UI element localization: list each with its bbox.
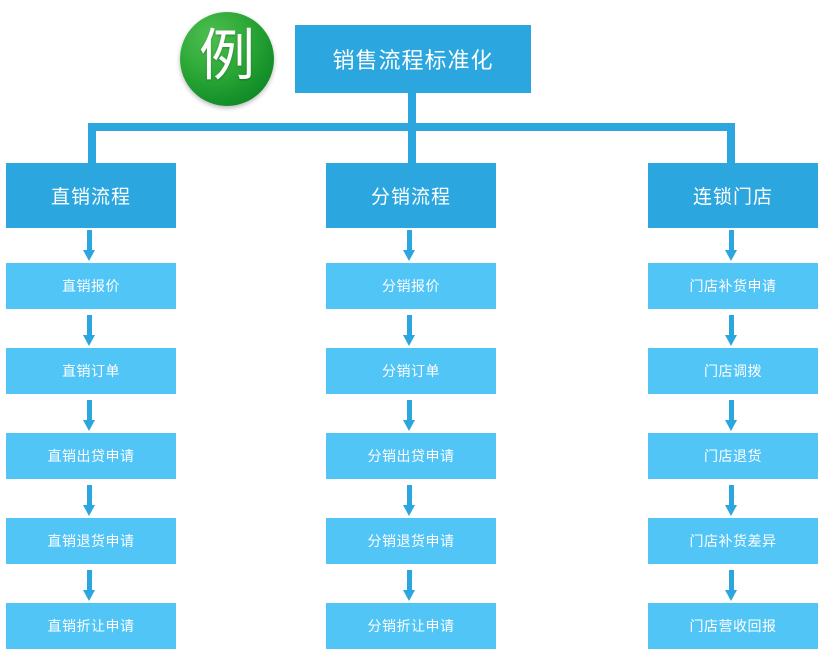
step-node-col1-4-label: 直销退货申请 <box>47 534 135 550</box>
step-node-col2-1[interactable]: 分销报价 <box>326 263 496 309</box>
step-node-col2-5-label: 分销折让申请 <box>367 619 455 635</box>
step-node-col1-3-label: 直销出贷申请 <box>47 449 135 465</box>
step-node-col1-2[interactable]: 直销订单 <box>6 348 176 394</box>
category-node-1-label: 直销流程 <box>50 186 131 208</box>
step-node-col3-1[interactable]: 门店补货申请 <box>648 263 818 309</box>
arrow-stem <box>407 315 412 337</box>
arrow-head-icon <box>83 420 95 431</box>
step-node-col1-3[interactable]: 直销出贷申请 <box>6 433 176 479</box>
step-node-col2-4-label: 分销退货申请 <box>367 534 455 550</box>
example-circle-glyph: 例 <box>199 24 255 89</box>
category-node-1[interactable]: 直销流程 <box>6 163 176 228</box>
step-node-col3-2-label: 门店调拨 <box>704 364 762 380</box>
step-node-col3-3[interactable]: 门店退货 <box>648 433 818 479</box>
arrow-col1-1 <box>81 315 97 347</box>
connector-root-stem <box>408 93 416 128</box>
arrow-head-icon <box>403 250 415 261</box>
arrow-head-icon <box>403 590 415 601</box>
arrow-head-icon <box>83 250 95 261</box>
step-node-col1-5-label: 直销折让申请 <box>47 619 135 635</box>
arrow-stem <box>87 485 92 507</box>
arrow-col3-1 <box>723 315 739 347</box>
arrow-head-icon <box>725 420 737 431</box>
arrow-col2-3 <box>401 485 417 517</box>
arrow-head-icon <box>725 505 737 516</box>
step-node-col3-4[interactable]: 门店补货差异 <box>648 518 818 564</box>
step-node-col2-1-label: 分销报价 <box>382 279 440 295</box>
arrow-head-icon <box>83 505 95 516</box>
arrow-stem <box>407 400 412 422</box>
arrow-stem <box>407 570 412 592</box>
arrow-head-icon <box>83 590 95 601</box>
arrow-stem <box>729 570 734 592</box>
arrow-col1-0 <box>81 230 97 262</box>
arrow-col1-2 <box>81 400 97 432</box>
step-node-col1-5[interactable]: 直销折让申请 <box>6 603 176 649</box>
arrow-col2-4 <box>401 570 417 602</box>
arrow-head-icon <box>403 335 415 346</box>
arrow-stem <box>87 315 92 337</box>
arrow-head-icon <box>725 250 737 261</box>
arrow-col1-3 <box>81 485 97 517</box>
arrow-stem <box>729 485 734 507</box>
arrow-col1-4 <box>81 570 97 602</box>
step-node-col3-2[interactable]: 门店调拨 <box>648 348 818 394</box>
arrow-stem <box>87 570 92 592</box>
root-node-label: 销售流程标准化 <box>332 49 494 74</box>
category-node-2[interactable]: 分销流程 <box>326 163 496 228</box>
arrow-col3-3 <box>723 485 739 517</box>
arrow-stem <box>729 315 734 337</box>
arrow-col3-4 <box>723 570 739 602</box>
step-node-col2-3[interactable]: 分销出贷申请 <box>326 433 496 479</box>
arrow-head-icon <box>83 335 95 346</box>
arrow-head-icon <box>403 420 415 431</box>
arrow-col3-2 <box>723 400 739 432</box>
arrow-stem <box>87 400 92 422</box>
arrow-stem <box>407 230 412 252</box>
step-node-col1-1-label: 直销报价 <box>62 279 120 295</box>
step-node-col2-3-label: 分销出贷申请 <box>367 449 455 465</box>
arrow-stem <box>407 485 412 507</box>
arrow-col2-2 <box>401 400 417 432</box>
step-node-col2-2[interactable]: 分销订单 <box>326 348 496 394</box>
root-node-sales-process[interactable]: 销售流程标准化 <box>295 25 531 93</box>
step-node-col3-1-label: 门店补货申请 <box>689 279 777 295</box>
step-node-col1-1[interactable]: 直销报价 <box>6 263 176 309</box>
category-node-3-label: 连锁门店 <box>692 186 773 208</box>
arrow-stem <box>729 230 734 252</box>
step-node-col2-2-label: 分销订单 <box>382 364 440 380</box>
arrow-stem <box>729 400 734 422</box>
step-node-col1-2-label: 直销订单 <box>62 364 120 380</box>
step-node-col2-5[interactable]: 分销折让申请 <box>326 603 496 649</box>
connector-drop-column-3 <box>727 123 735 164</box>
arrow-col2-1 <box>401 315 417 347</box>
step-node-col1-4[interactable]: 直销退货申请 <box>6 518 176 564</box>
category-node-3[interactable]: 连锁门店 <box>648 163 818 228</box>
arrow-head-icon <box>403 505 415 516</box>
connector-drop-column-1 <box>88 123 96 164</box>
category-node-2-label: 分销流程 <box>370 186 451 208</box>
step-node-col3-3-label: 门店退货 <box>704 449 762 465</box>
step-node-col2-4[interactable]: 分销退货申请 <box>326 518 496 564</box>
connector-drop-column-2 <box>408 123 416 164</box>
step-node-col3-5-label: 门店营收回报 <box>689 619 777 635</box>
step-node-col3-4-label: 门店补货差异 <box>689 534 777 550</box>
arrow-stem <box>87 230 92 252</box>
step-node-col3-5[interactable]: 门店营收回报 <box>648 603 818 649</box>
arrow-col2-0 <box>401 230 417 262</box>
arrow-col3-0 <box>723 230 739 262</box>
arrow-head-icon <box>725 335 737 346</box>
arrow-head-icon <box>725 590 737 601</box>
example-circle-icon: 例 <box>180 12 274 106</box>
